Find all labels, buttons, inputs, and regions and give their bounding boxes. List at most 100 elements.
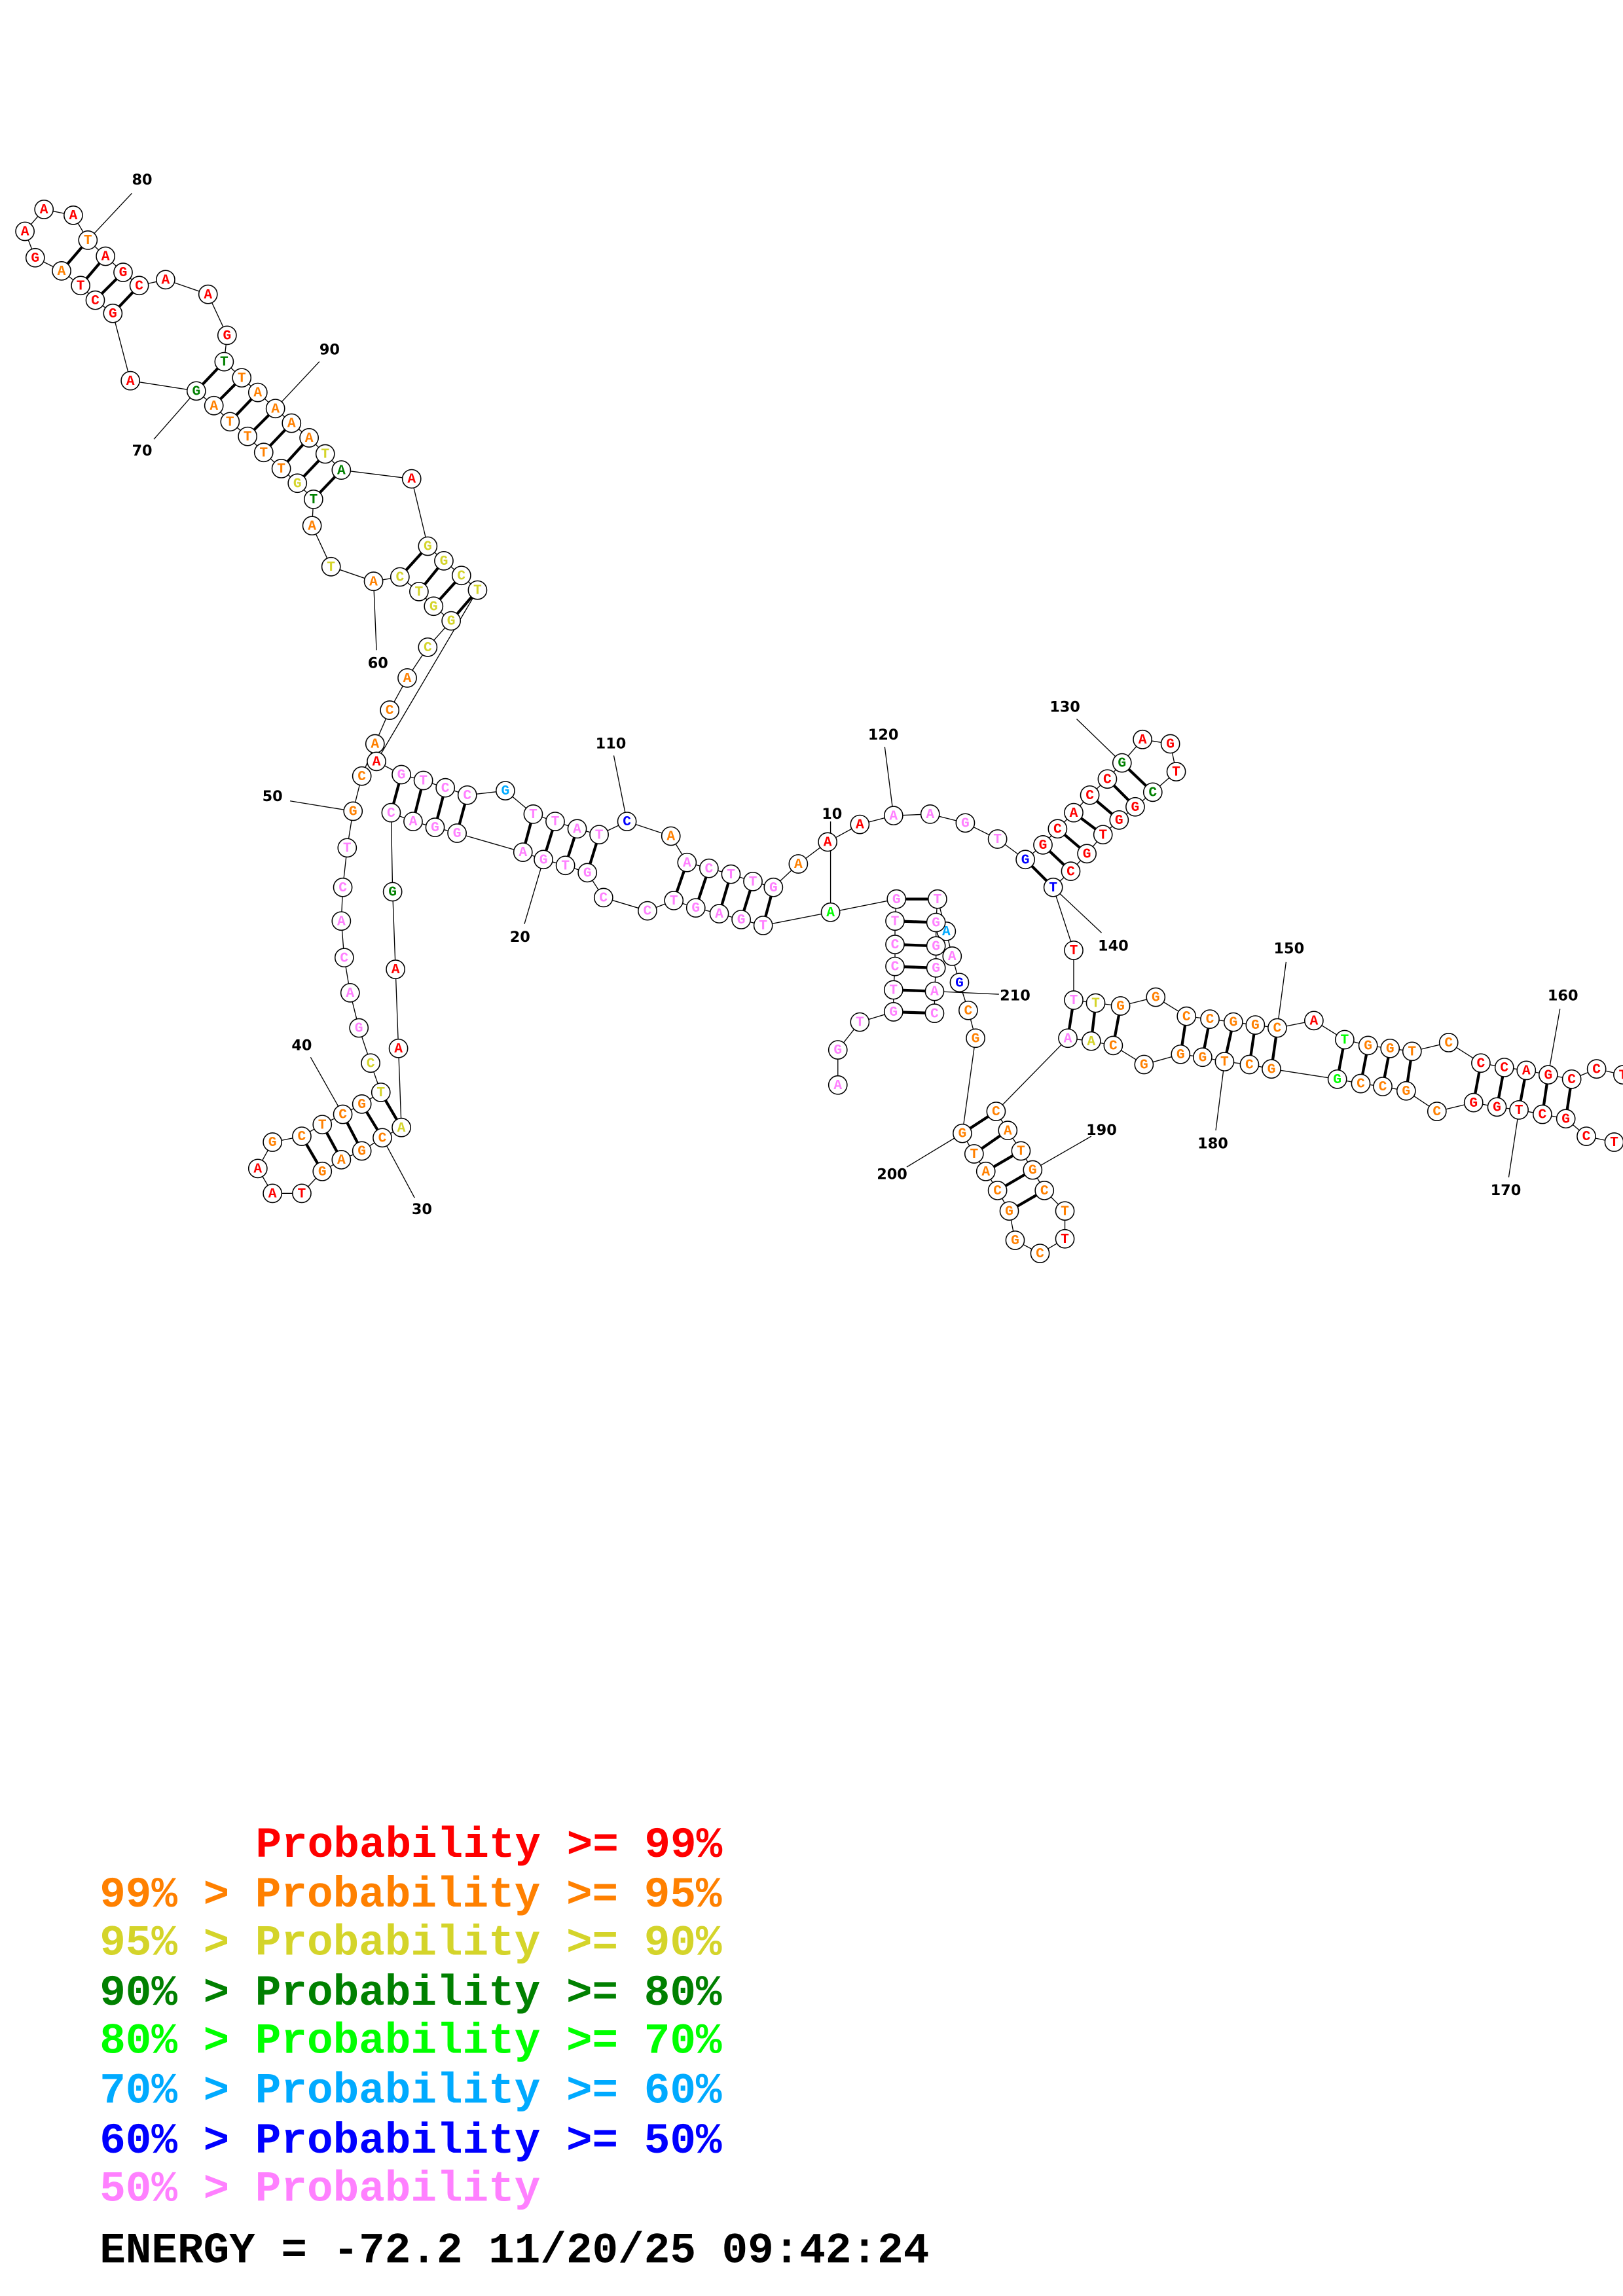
backbone-segment [995,1037,1068,1112]
nucleotide: A [282,413,302,433]
base-pair-bond [424,567,439,586]
nucleotide-circle [928,889,947,909]
nucleotide-circle [382,882,403,902]
nucleotide-letter: A [948,949,957,965]
nucleotide-letter: G [1229,1015,1237,1031]
nucleotide-circle [1327,1069,1347,1089]
nucleotide-letter: G [1333,1072,1341,1088]
nucleotide: C [924,1003,945,1024]
nucleotide: A [247,382,268,403]
nucleotide-letter: C [1357,1077,1365,1092]
base-pair-bond [1406,1060,1412,1083]
nucleotide-letter: A [308,518,316,534]
nucleotide-letter: T [1070,993,1078,1009]
position-number-label: 50 [263,788,283,805]
nucleotide-circle [885,911,905,931]
nucleotide-letter: T [1061,1232,1069,1247]
base-pair-bond [100,278,118,295]
nucleotide: T [987,829,1008,849]
nucleotide-letter: T [259,445,268,461]
nucleotide-circle [381,802,401,823]
nucleotide: G [186,381,206,401]
nucleotide-circle [828,1040,848,1060]
nucleotide: C [885,956,905,977]
position-number-label: 60 [368,655,388,672]
nucleotide-circle [1077,844,1097,864]
nucleotide-letter: C [1109,1039,1118,1054]
nucleotide-letter: C [644,904,652,920]
nucleotide-circle [1080,785,1100,805]
nucleotide: A [363,571,384,592]
nucleotide-circle [340,982,360,1003]
nucleotide: C [381,802,401,823]
nucleotide: G [349,1018,369,1038]
nucleotide-letter: A [101,249,110,265]
nucleotide: A [397,668,417,688]
nucleotide: T [232,368,252,388]
base-pair-bond [1113,1014,1121,1037]
nucleotide-letter: C [1067,864,1075,880]
nucleotide-letter: C [1582,1129,1591,1145]
position-label-leader [524,859,544,924]
base-pair-bond [1095,800,1113,816]
nucleotide-letter: G [1267,1062,1276,1077]
backbone-segment [376,590,478,762]
nucleotide-circle [1015,850,1036,870]
nucleotide-letter: A [1087,1034,1095,1050]
nucleotide: C [292,1126,312,1146]
nucleotide-letter: A [794,857,803,872]
position-label-leader [613,755,628,822]
base-pair-bond [458,803,467,825]
nucleotide-circle [964,1144,984,1164]
nucleotide-letter: A [369,574,378,590]
base-pair-bond [524,822,532,844]
nucleotide: A [365,734,385,754]
nucleotide-letter: T [309,492,318,508]
nucleotide-letter: T [1091,996,1100,1012]
nucleotide-circle [699,858,719,878]
legend-row-below-50: 50% > Probability [100,2165,540,2214]
nucleotide-letter: C [705,861,714,877]
nucleotide-letter: A [346,986,354,1001]
nucleotide-circle [386,960,406,979]
position-number-label: 210 [1000,987,1030,1004]
nucleotide-letter: C [1567,1072,1576,1088]
nucleotide: A [34,200,54,219]
nucleotide-letter: C [367,1056,375,1071]
position-label-leader [1053,887,1102,933]
nucleotide: C [352,766,372,786]
nucleotide: A [976,1161,996,1181]
nucleotide: T [1334,1030,1355,1050]
nucleotide: C [457,785,477,805]
nucleotide-circle [299,428,319,448]
nucleotide-letter: A [824,835,832,851]
position-number-label: 160 [1548,987,1578,1004]
nucleotide-circle [1048,819,1068,839]
nucleotide: C [1239,1054,1260,1075]
nucleotide-circle [1438,1033,1459,1052]
nucleotide-circle [413,770,433,791]
nucleotide-circle [987,1181,1008,1200]
nucleotide: A [1133,729,1152,749]
nucleotide-letter: T [277,461,285,477]
nucleotide-circle [352,1094,372,1114]
nucleotide-circle [401,469,422,489]
nucleotide-letter: T [856,1015,864,1031]
nucleotide-circle [1262,1059,1281,1079]
backbone-segment [411,478,428,547]
nucleotide-circle [397,668,417,688]
nucleotide: G [577,863,598,883]
nucleotide-letter: T [934,892,942,908]
nucleotide-letter: A [253,386,262,401]
nucleotide-letter: A [337,463,346,478]
nucleotide-circle [942,946,962,966]
position-number-label: 120 [868,726,899,744]
nucleotide-letter: G [691,901,700,916]
nucleotide-letter: A [407,472,416,488]
nucleotide: G [113,262,133,283]
nucleotide: A [1304,1011,1324,1031]
nucleotide-letter: C [395,570,404,586]
nucleotide-letter: G [1011,1233,1019,1249]
